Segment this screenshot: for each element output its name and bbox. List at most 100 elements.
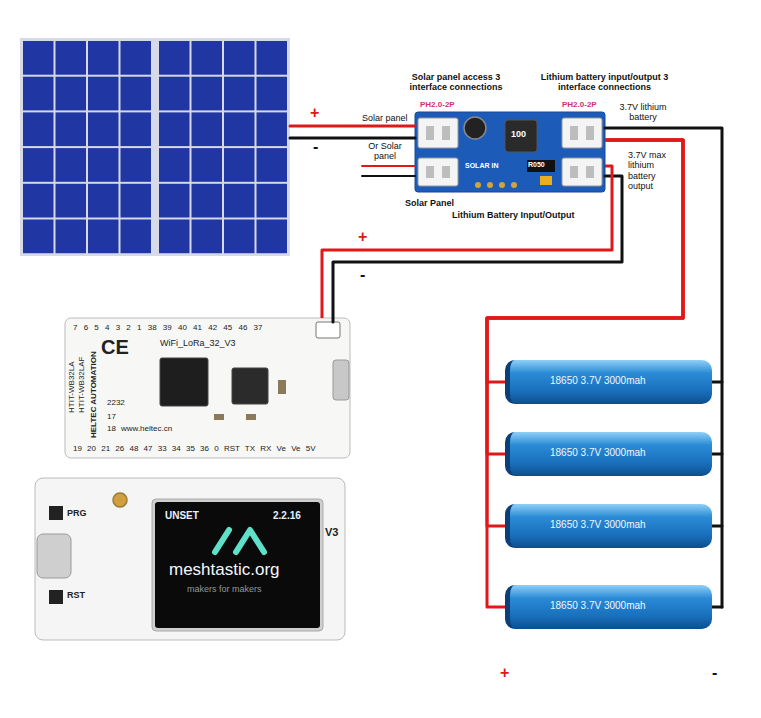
solar-wire-stub xyxy=(362,175,415,177)
annotation-label: Solar panel access 3 interface connectio… xyxy=(392,72,520,93)
header-pin xyxy=(487,182,493,188)
battery-label: 18650 3.7V 3000mah xyxy=(550,447,646,459)
battery-cell: 18650 3.7V 3000mah xyxy=(505,360,712,404)
annotation-label: Solar Panel xyxy=(405,198,454,208)
board-marking: meshtastic.org xyxy=(169,560,280,580)
annotation-label: Lithium battery input/output 3 interface… xyxy=(522,72,687,93)
solar-cell xyxy=(121,77,152,111)
connector-pin xyxy=(570,166,578,178)
board-marking: R050 xyxy=(528,161,545,169)
solar-cell xyxy=(23,148,54,182)
solar-cell xyxy=(88,148,119,182)
polarity-mark: - xyxy=(313,138,318,156)
board-marking: 19 20 21 26 48 47 33 34 35 36 0 RST TX R… xyxy=(73,444,316,453)
solar-cell xyxy=(121,148,152,182)
solar-cell xyxy=(159,112,190,146)
solar-cell xyxy=(192,112,223,146)
solar-cell xyxy=(56,148,87,182)
solar-wire-positive xyxy=(290,125,415,128)
solar-cell xyxy=(56,184,87,218)
solar-cell xyxy=(23,220,54,254)
board-marking: 18 xyxy=(107,424,116,433)
solar-cell xyxy=(257,41,288,75)
header-pin xyxy=(499,182,505,188)
solar-cell xyxy=(257,220,288,254)
battery-cell: 18650 3.7V 3000mah xyxy=(505,504,712,548)
solar-cell xyxy=(88,220,119,254)
polarity-mark: - xyxy=(360,266,365,284)
meshtastic-logo xyxy=(215,530,229,552)
solar-cell xyxy=(224,184,255,218)
power-wire xyxy=(487,140,683,454)
lora-chip xyxy=(232,368,268,404)
solar-wire-stub xyxy=(362,165,415,167)
board-marking: 2232 xyxy=(107,398,125,407)
board-marking: PRG xyxy=(67,508,87,518)
solar-cell xyxy=(224,41,255,75)
usb-connector xyxy=(333,360,349,400)
solar-cell xyxy=(159,41,190,75)
annotation-label: 3.7V max lithium battery output xyxy=(628,150,680,191)
mcu-chip xyxy=(160,358,208,406)
controller-board: 7 6 5 4 3 2 1 38 39 40 41 42 45 46 37WiF… xyxy=(65,318,350,458)
jst-connector xyxy=(418,118,458,148)
header-pin xyxy=(511,182,517,188)
battery-cell: 18650 3.7V 3000mah xyxy=(505,432,712,476)
power-wire xyxy=(487,140,683,382)
solar-cell xyxy=(88,77,119,111)
battery-wire-tap xyxy=(712,525,722,528)
usb-c-connector xyxy=(37,534,71,578)
controller-board: PRGUNSET2.2.16V3meshtastic.orgmakers for… xyxy=(35,478,345,640)
solar-cell xyxy=(23,41,54,75)
jst-connector xyxy=(562,118,602,148)
board-marking: SOLAR IN xyxy=(465,162,498,170)
connector-pin xyxy=(570,126,578,140)
battery-label: 18650 3.7V 3000mah xyxy=(550,600,646,612)
solar-cell xyxy=(88,184,119,218)
solar-cell xyxy=(159,220,190,254)
resistor-symbol xyxy=(527,160,555,172)
board-marking: 100 xyxy=(511,129,526,139)
heltec-board-front xyxy=(35,478,345,640)
solar-cell xyxy=(56,41,87,75)
board-marking: www.heltec.cn xyxy=(121,424,172,433)
solar-cell xyxy=(192,220,223,254)
solar-panel-frame xyxy=(20,38,290,256)
smd-part xyxy=(214,414,224,420)
solar-cell xyxy=(192,148,223,182)
annotation-label: 3.7V lithium battery xyxy=(612,102,674,123)
solar-cell xyxy=(224,148,255,182)
battery-wire-tap xyxy=(712,453,722,456)
board-marking: HTIT-WB32LA xyxy=(67,361,76,413)
board-marking: V3 xyxy=(325,526,338,539)
annotation-label: PH2.0-2P xyxy=(562,100,597,109)
solar-cell xyxy=(192,77,223,111)
charger-pcb xyxy=(415,112,605,192)
annotation-label: Solar panel xyxy=(362,113,408,123)
connector-pin xyxy=(426,166,434,178)
button-symbol xyxy=(49,590,63,604)
solar-cell xyxy=(88,112,119,146)
solar-cell xyxy=(23,184,54,218)
solar-cell xyxy=(159,148,190,182)
smd-part xyxy=(278,380,286,394)
solar-cell xyxy=(224,112,255,146)
solar-cell xyxy=(121,220,152,254)
solar-wire-negative xyxy=(290,137,415,140)
jst-connector xyxy=(562,158,602,186)
solar-cell xyxy=(121,112,152,146)
battery-cell: 18650 3.7V 3000mah xyxy=(505,585,712,629)
board-marking: WiFi_LoRa_32_V3 xyxy=(160,338,236,348)
solar-cell xyxy=(224,220,255,254)
board-marking: 17 xyxy=(107,412,116,421)
board-marking: HELTEC AUTOMATION xyxy=(89,351,98,438)
board-marking: UNSET xyxy=(165,510,199,522)
charger-module: SOLAR IN 100R050 xyxy=(415,112,605,192)
jst-connector xyxy=(316,322,340,338)
solar-cell xyxy=(159,184,190,218)
heltec-board-back xyxy=(65,318,350,458)
board-marking: 2.2.16 xyxy=(273,510,301,522)
capacitor-symbol xyxy=(464,117,486,139)
solar-cell xyxy=(121,41,152,75)
solar-cell xyxy=(192,184,223,218)
